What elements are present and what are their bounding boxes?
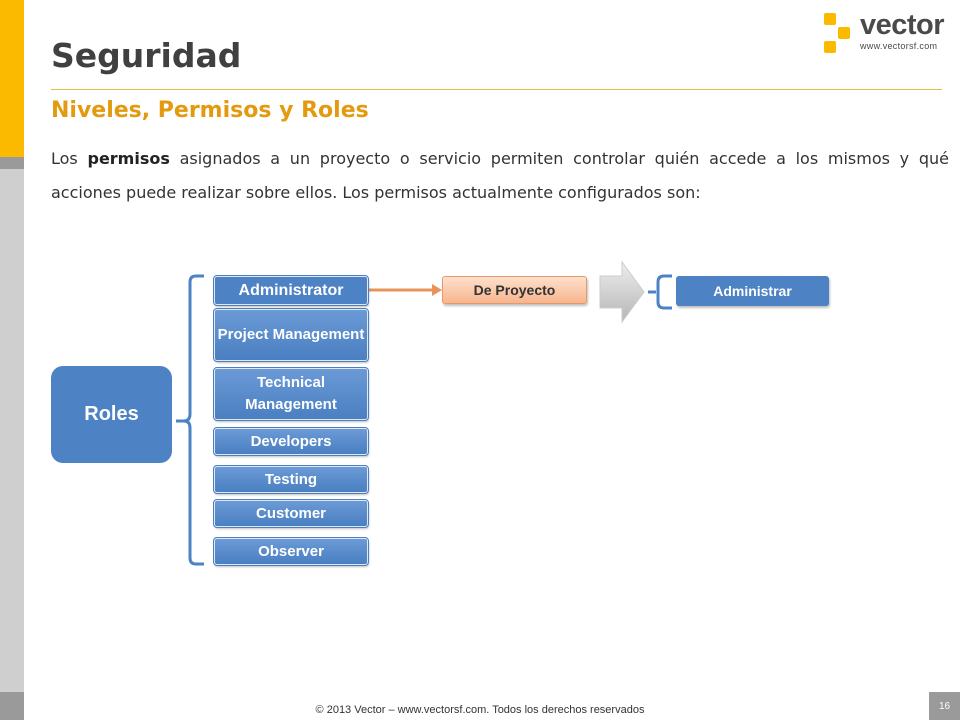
role-project-management: Project Management: [213, 308, 369, 362]
logo-name: vector: [860, 9, 945, 41]
roles-box: Roles: [51, 366, 172, 463]
role-testing: Testing: [213, 465, 369, 494]
paragraph-bold: permisos: [87, 149, 170, 168]
role-administrator: Administrator: [213, 275, 369, 306]
page-number: 16: [929, 692, 960, 720]
action-administrar: Administrar: [676, 276, 829, 306]
left-gray-footer-bar: [0, 692, 24, 720]
paragraph-prefix: Los: [51, 149, 88, 168]
role-technical-management: Technical Management: [213, 367, 369, 421]
vector-logo: vector www.vectorsf.com: [820, 11, 950, 55]
slide-subtitle: Niveles, Permisos y Roles: [51, 98, 369, 123]
left-gray-divider: [0, 157, 24, 169]
left-accent-bar: [0, 0, 24, 157]
role-developers: Developers: [213, 427, 369, 456]
role-observer: Observer: [213, 537, 369, 566]
logo-url: www.vectorsf.com: [860, 41, 938, 51]
footer-copyright: © 2013 Vector – www.vectorsf.com. Todos …: [315, 704, 645, 716]
left-gray-bar: [0, 169, 24, 692]
slide-title: Seguridad: [51, 36, 242, 75]
logo-square-icon: [838, 27, 850, 39]
paragraph-rest: asignados a un proyecto o servicio permi…: [51, 149, 950, 202]
logo-square-icon: [824, 41, 836, 53]
title-divider: [51, 89, 942, 90]
logo-square-icon: [824, 13, 836, 25]
permission-de-proyecto: De Proyecto: [442, 276, 587, 304]
role-customer: Customer: [213, 499, 369, 528]
intro-paragraph: Los permisos asignados a un proyecto o s…: [51, 142, 949, 210]
